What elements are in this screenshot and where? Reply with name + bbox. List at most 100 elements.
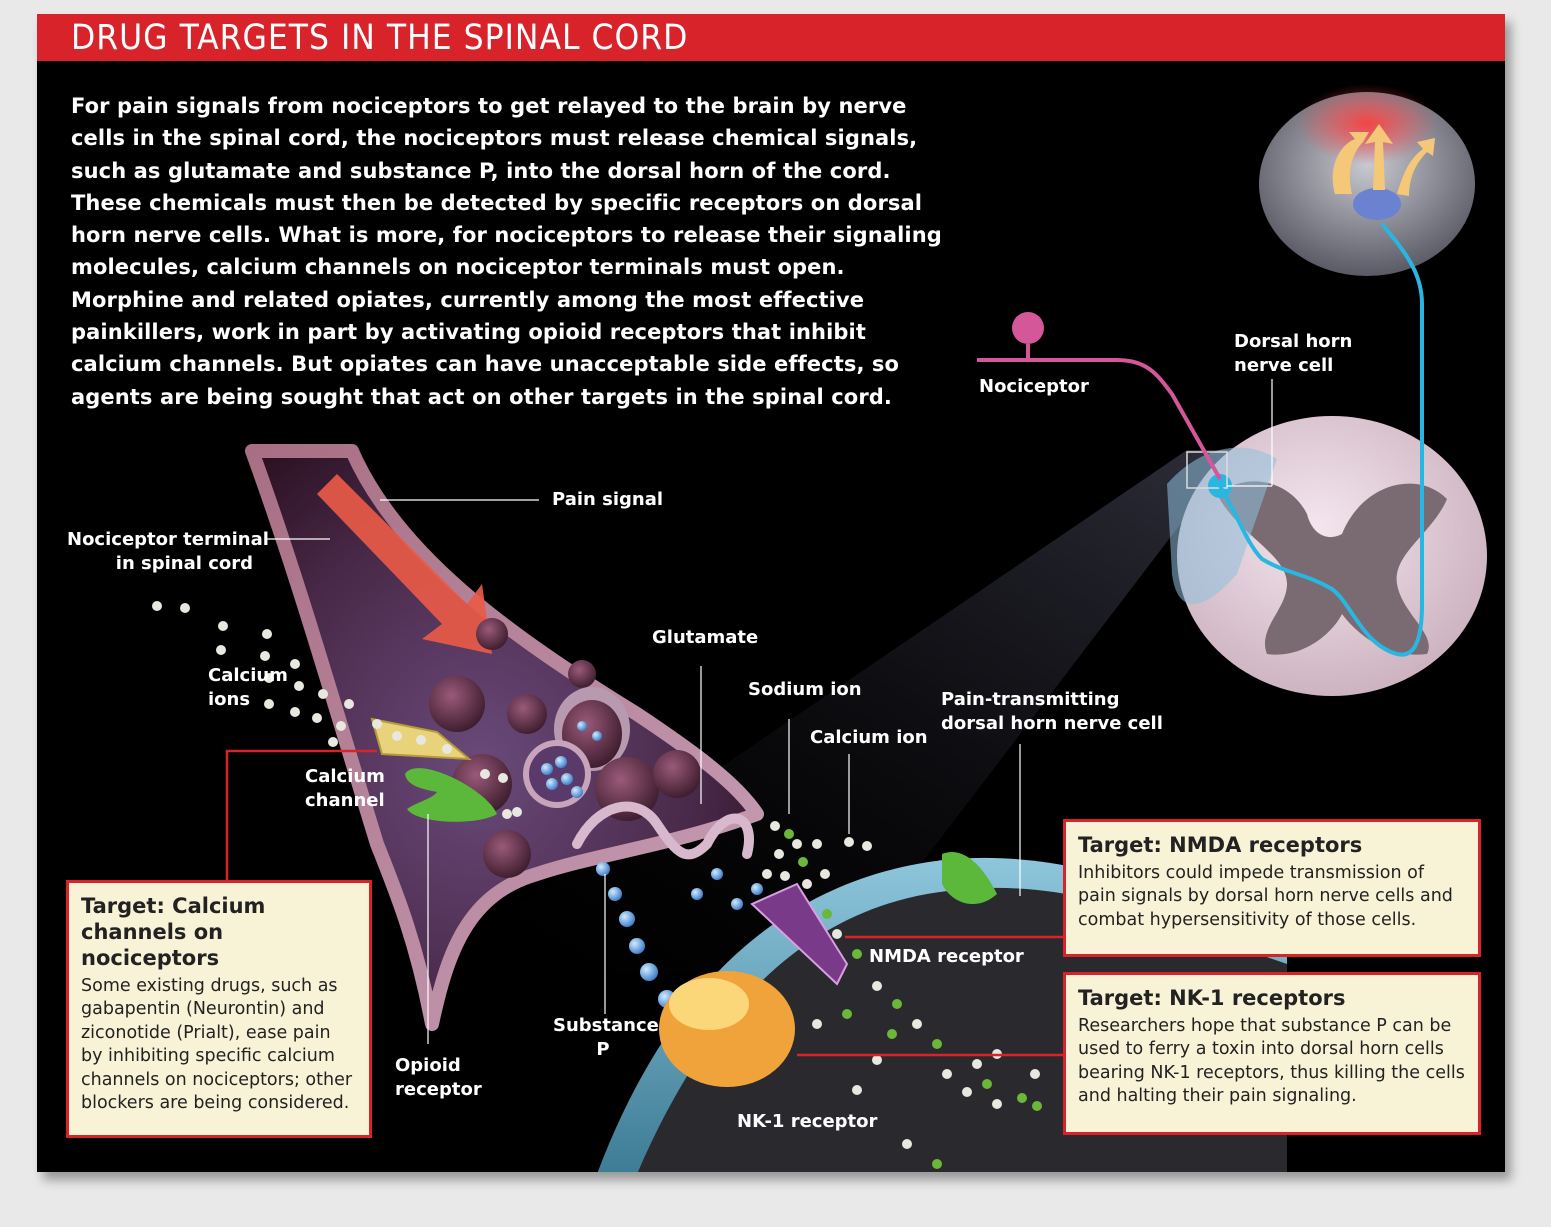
calcium-ion-dot (344, 699, 354, 709)
label-pain-transmitting-cell: Pain-transmitting dorsal horn nerve cell (941, 689, 1163, 734)
calcium-ion-dot (392, 731, 402, 741)
calcium-ion-dot (152, 601, 162, 611)
nmda-receptor-shape (750, 882, 849, 986)
target-box-title: Target: NK-1 receptors (1078, 986, 1346, 1010)
calcium-ion-dot (972, 1059, 982, 1069)
label-substance-p: Substance P (553, 1015, 659, 1060)
intro-text: For pain signals from nociceptors to get… (71, 94, 942, 409)
label-calcium-ion: Calcium ion (810, 727, 928, 748)
sodium-ion-dot (822, 909, 832, 919)
label-pain-signal: Pain signal (552, 489, 664, 510)
page-title: DRUG TARGETS IN THE SPINAL CORD (71, 18, 689, 58)
glutamate-vesicle-contents (541, 721, 602, 798)
calcium-ion-dot (942, 1069, 952, 1079)
pain-signal-arrow (317, 474, 492, 654)
calcium-ion-dot (480, 769, 490, 779)
sodium-ion-dot (1032, 1101, 1042, 1111)
calcium-ion-dot (328, 737, 338, 747)
calcium-ion-dot (1030, 1069, 1040, 1079)
calcium-ion-dot (992, 1099, 1002, 1109)
nociceptor-fiber (977, 358, 1222, 480)
calcium-ion-dot (442, 744, 452, 754)
nociceptor-cell-body (1012, 312, 1044, 344)
calcium-ion-dot (260, 651, 270, 661)
calcium-ion-dot (416, 735, 426, 745)
title-bar: DRUG TARGETS IN THE SPINAL CORD (37, 14, 1505, 61)
target-box-title: Target: Calcium channels on nociceptors (81, 894, 266, 970)
calcium-ion-dot (872, 1055, 882, 1065)
opioid-receptor-shape (405, 768, 497, 822)
grey-matter (1217, 481, 1447, 655)
calcium-ion-dot (780, 871, 790, 881)
sodium-ion-dot (932, 1159, 942, 1169)
target-box-body: Some existing drugs, such as gabapentin … (81, 976, 353, 1114)
dorsal-horn-receptor-shape (942, 852, 997, 905)
sodium-ion-dot (852, 949, 862, 959)
target-box-nmda-receptors: Target: NMDA receptors Inhibitors could … (1063, 819, 1481, 957)
calcium-ion-dot (872, 981, 882, 991)
calcium-ion-dot (852, 1085, 862, 1095)
nociceptor-terminal (245, 444, 764, 1031)
calcium-ion-dot (498, 773, 508, 783)
calcium-ion-dot (512, 807, 522, 817)
label-calcium-ions: Calcium ions (208, 665, 288, 710)
exocytosis-membrane (572, 801, 754, 860)
calcium-ion-dot (862, 841, 872, 851)
calcium-ion-dot (502, 809, 512, 819)
calcium-ion-dot (294, 681, 304, 691)
calcium-ion-dot (832, 929, 842, 939)
label-dorsal-horn-nerve-cell: Dorsal horn nerve cell (1234, 331, 1353, 376)
calcium-ion-dot (180, 603, 190, 613)
calcium-ion-dot (812, 1019, 822, 1029)
calcium-ion-dot (264, 699, 274, 709)
sodium-ion-dot (887, 1029, 897, 1039)
calcium-ion-dot (792, 839, 802, 849)
calcium-ion-dot (312, 713, 322, 723)
calcium-ion-dot (262, 629, 272, 639)
calcium-ion-dot (812, 839, 822, 849)
label-glutamate: Glutamate (652, 627, 759, 648)
calcium-ion-dot (774, 849, 784, 859)
ion-particles (152, 601, 1042, 1169)
calcium-ion-dot (912, 1019, 922, 1029)
brain-arrow-center (1365, 124, 1393, 190)
calcium-ion-dot (318, 689, 328, 699)
infographic-panel: DRUG TARGETS IN THE SPINAL CORD (37, 14, 1505, 1172)
sodium-ion-dot (982, 1079, 992, 1089)
label-sodium-ion: Sodium ion (748, 679, 862, 700)
target-box-body: Researchers hope that substance P can be… (1078, 1016, 1465, 1107)
sodium-ion-dot (842, 1009, 852, 1019)
calcium-ion-dot (264, 673, 274, 683)
leader-lines (265, 379, 1273, 1044)
calcium-ion-dot (802, 879, 812, 889)
brain-arrow-left (1332, 132, 1369, 194)
label-nmda-receptor: NMDA receptor (869, 946, 1024, 967)
ascending-nerve-path (1218, 222, 1424, 657)
calcium-ion-dot (336, 721, 346, 731)
brain-arrow-right (1397, 138, 1435, 196)
label-nociceptor-terminal: Nociceptor terminal in spinal cord (67, 529, 269, 574)
label-calcium-channel: Calcium channel (305, 766, 385, 811)
sodium-ion-dot (784, 829, 794, 839)
sodium-ion-dot (932, 1039, 942, 1049)
calcium-ion-dot (902, 1139, 912, 1149)
target-box-calcium-channels: Target: Calcium channels on nociceptors … (66, 880, 372, 1138)
label-nociceptor: Nociceptor (979, 376, 1089, 397)
calcium-ion-dot (218, 621, 228, 631)
sodium-ion-dot (1017, 1093, 1027, 1103)
sodium-ion-dot (892, 999, 902, 1009)
label-nk1-receptor: NK-1 receptor (737, 1111, 878, 1132)
calcium-ion-dot (762, 869, 772, 879)
calcium-ion-dot (844, 837, 854, 847)
substance-p-dots (596, 862, 763, 1008)
sodium-ion-dot (798, 857, 808, 867)
calcium-ion-dot (962, 1087, 972, 1097)
red-connectors (225, 749, 1063, 1057)
calcium-ion-dot (290, 707, 300, 717)
target-box-nk1-receptors: Target: NK-1 receptors Researchers hope … (1063, 972, 1481, 1135)
calcium-ion-dot (372, 719, 382, 729)
label-opioid-receptor: Opioid receptor (395, 1055, 482, 1100)
calcium-ion-dot (820, 869, 830, 879)
calcium-ion-dot (770, 821, 780, 831)
calcium-ion-dot (290, 659, 300, 669)
